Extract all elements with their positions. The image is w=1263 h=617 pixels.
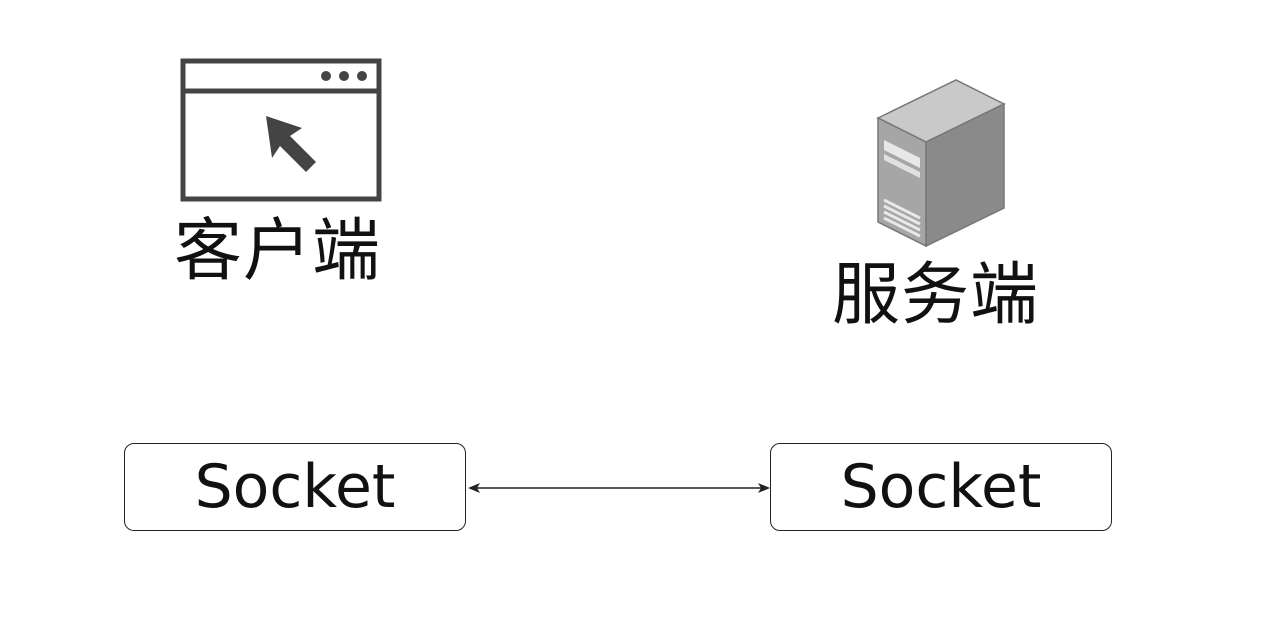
arrowhead-right-icon (758, 483, 770, 493)
arrowhead-left-icon (468, 483, 480, 493)
server-tower-icon (868, 74, 1012, 250)
browser-window-icon (180, 58, 384, 204)
cursor-arrow-icon (266, 116, 316, 172)
client-socket-label: Socket (194, 452, 396, 522)
bidirectional-arrow (466, 478, 772, 498)
server-socket-box: Socket (770, 443, 1112, 531)
client-label: 客户端 (174, 212, 382, 291)
client-socket-box: Socket (124, 443, 466, 531)
server-socket-label: Socket (840, 452, 1042, 522)
server-label: 服务端 (832, 256, 1040, 335)
